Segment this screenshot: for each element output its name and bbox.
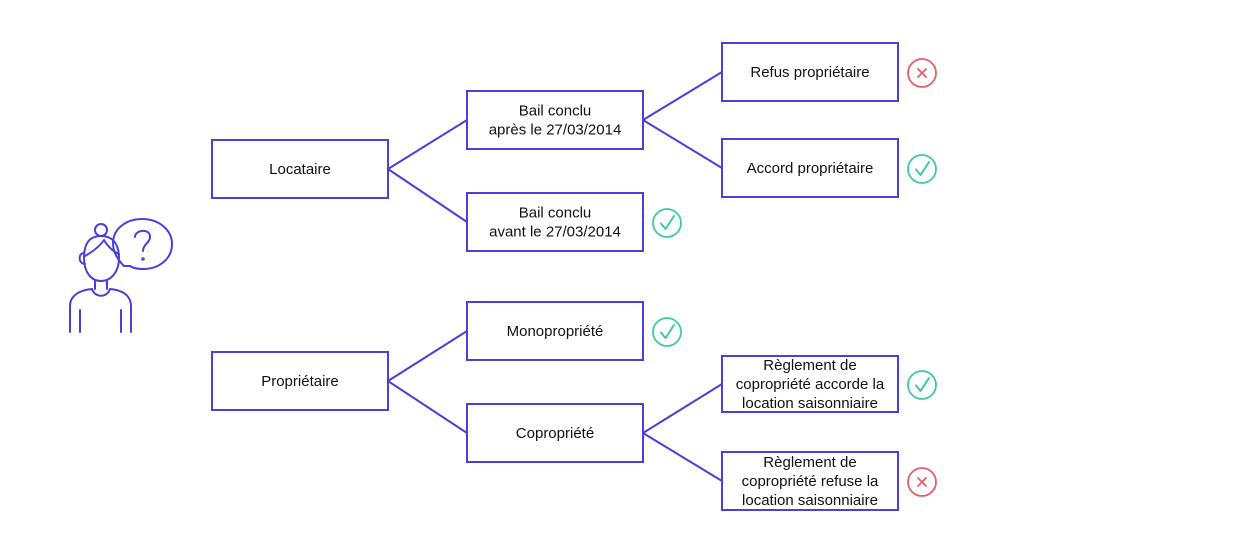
node-box	[721, 355, 899, 413]
node-label-line: avant le 27/03/2014	[489, 224, 621, 241]
edge-locataire-to-bail_apres	[387, 119, 468, 170]
node-label-line: Refus propriétaire	[750, 64, 869, 81]
check-circle-icon	[907, 370, 937, 400]
node-label-line: Locataire	[269, 161, 331, 178]
edge-proprietaire-to-copro	[387, 380, 468, 434]
node-box	[721, 138, 899, 198]
node-label-line: Accord propriétaire	[747, 160, 874, 177]
node-label-line: Copropriété	[516, 425, 594, 442]
node-label-line: location saisonniaire	[742, 492, 878, 509]
node-box	[466, 403, 644, 463]
node-regl-accorde: Règlement de copropriété accorde la locati…	[721, 355, 899, 413]
node-bail-apres: Bail conclu après le 27/03/2014	[466, 90, 644, 150]
icons-layer	[652, 58, 937, 497]
node-bail-avant: Bail conclu avant le 27/03/2014	[466, 192, 644, 252]
node-box	[211, 351, 389, 411]
node-regl-refuse: Règlement de copropriété refuse la locatio…	[721, 451, 899, 511]
cross-circle-icon	[907, 58, 937, 88]
check-circle-icon	[652, 208, 682, 238]
node-proprietaire: Propriétaire	[211, 351, 389, 411]
node-label-line: location saisonniaire	[742, 395, 878, 412]
node-label-line: Règlement de	[763, 454, 856, 471]
node-box	[211, 139, 389, 199]
node-label-line: copropriété accorde la	[736, 376, 885, 393]
node-label-line: Monopropriété	[507, 323, 604, 340]
check-circle-icon	[907, 154, 937, 184]
node-copro: Copropriété	[466, 403, 644, 463]
node-box	[466, 90, 644, 150]
edge-locataire-to-bail_avant	[387, 168, 468, 223]
check-circle-icon	[652, 317, 682, 347]
edge-proprietaire-to-mono	[387, 330, 468, 382]
node-label-line: Bail conclu	[519, 103, 592, 120]
edges-layer	[387, 71, 723, 482]
node-label-line: après le 27/03/2014	[489, 122, 622, 139]
node-box	[466, 301, 644, 361]
edge-bail_apres-to-accord	[642, 119, 723, 169]
node-box	[721, 42, 899, 102]
edge-copro-to-regl_accorde	[642, 383, 723, 434]
node-locataire: Locataire	[211, 139, 389, 199]
cross-circle-icon	[907, 467, 937, 497]
node-box	[721, 451, 899, 511]
node-box	[466, 192, 644, 252]
node-label-line: copropriété refuse la	[742, 473, 879, 490]
person-with-question-icon	[69, 218, 173, 333]
node-refus: Refus propriétaire	[721, 42, 899, 102]
edge-copro-to-regl_refuse	[642, 432, 723, 482]
node-mono: Monopropriété	[466, 301, 644, 361]
edge-bail_apres-to-refus	[642, 71, 723, 121]
node-accord: Accord propriétaire	[721, 138, 899, 198]
node-label-line: Propriétaire	[261, 373, 339, 390]
node-label-line: Bail conclu	[519, 205, 592, 222]
node-label-line: Règlement de	[763, 357, 856, 374]
